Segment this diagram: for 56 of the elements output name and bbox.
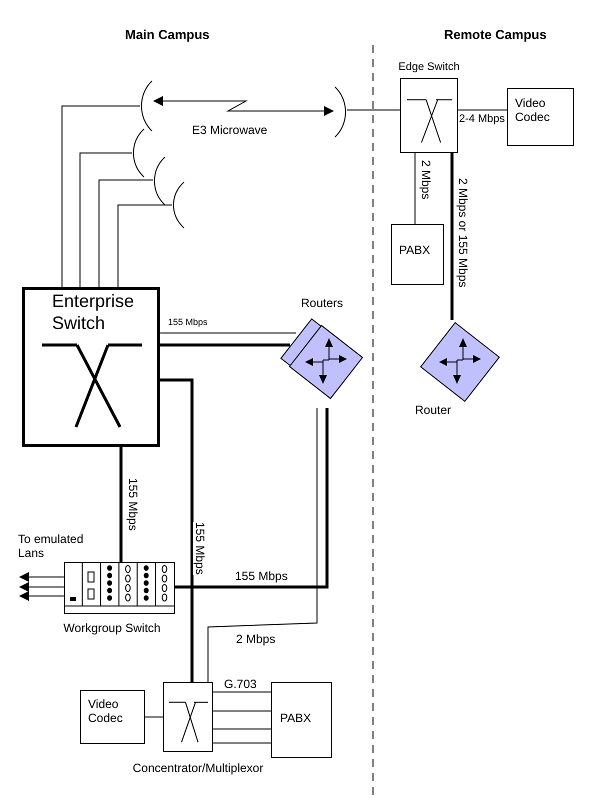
connector-line [160, 378, 194, 682]
connector-line [212, 742, 272, 744]
antenna-dish-icon [153, 156, 167, 206]
connector-line [212, 710, 272, 712]
edge-label: 2 Mbps or 155 Mbps [456, 178, 470, 288]
edge-label: 2 Mbps [419, 160, 432, 200]
connector-line [80, 152, 132, 288]
section-heading: Remote Campus [444, 28, 548, 43]
device-box [391, 224, 444, 285]
arrow [19, 582, 64, 592]
edge-label: 155 Mbps [126, 478, 140, 531]
switch-box [163, 682, 213, 752]
connector-line [62, 106, 140, 288]
arrow [153, 96, 334, 116]
antenna-dish-icon [333, 86, 347, 138]
connector-line [450, 153, 454, 320]
edge-label: 2-4 Mbps [459, 113, 505, 126]
connector-line [120, 447, 122, 562]
device-title: Enterprise Switch [52, 290, 136, 334]
arrow [19, 572, 64, 582]
connector-line [160, 332, 296, 334]
edge-label: 155 Mbps [168, 318, 208, 328]
device-box [80, 690, 145, 744]
device-label: Workgroup Switch [62, 622, 162, 636]
device-box [271, 682, 332, 758]
connector-line [160, 344, 292, 346]
device-label: Router [414, 404, 452, 418]
connector-line [175, 408, 328, 588]
connector-line [414, 152, 416, 224]
device-label: Video Codec [88, 698, 124, 726]
section-heading: Main Campus [125, 28, 211, 43]
connector-line [98, 180, 154, 288]
edge-label: G.703 [224, 678, 257, 692]
device-box [507, 88, 574, 146]
device-label: Edge Switch [397, 61, 461, 74]
arrow [19, 591, 64, 601]
antenna-dish-icon [132, 128, 146, 178]
edge-label: 155 Mbps [235, 570, 288, 584]
workgroup-switch-drawing [64, 562, 175, 614]
connector-line [208, 408, 318, 682]
antenna-dish-icon [172, 181, 186, 229]
edge-label: 2 Mbps [236, 633, 276, 646]
connector-line [118, 204, 172, 288]
device-label: Concentrator/Multiplexor [132, 762, 264, 776]
device-label: Routers [300, 297, 344, 311]
edge-label: 155 Mbps [193, 522, 206, 575]
connector-line [212, 728, 272, 730]
device-label: Video Codec [515, 97, 551, 125]
antenna-dish-icon [140, 80, 154, 132]
edge-label: E3 Microwave [192, 124, 268, 138]
switch-box [22, 287, 160, 447]
device-label: PABX [399, 244, 432, 258]
device-label: PABX [280, 712, 312, 726]
connector-line [144, 716, 164, 718]
note-text: To emulated Lans [18, 533, 84, 561]
switch-box [400, 78, 458, 153]
